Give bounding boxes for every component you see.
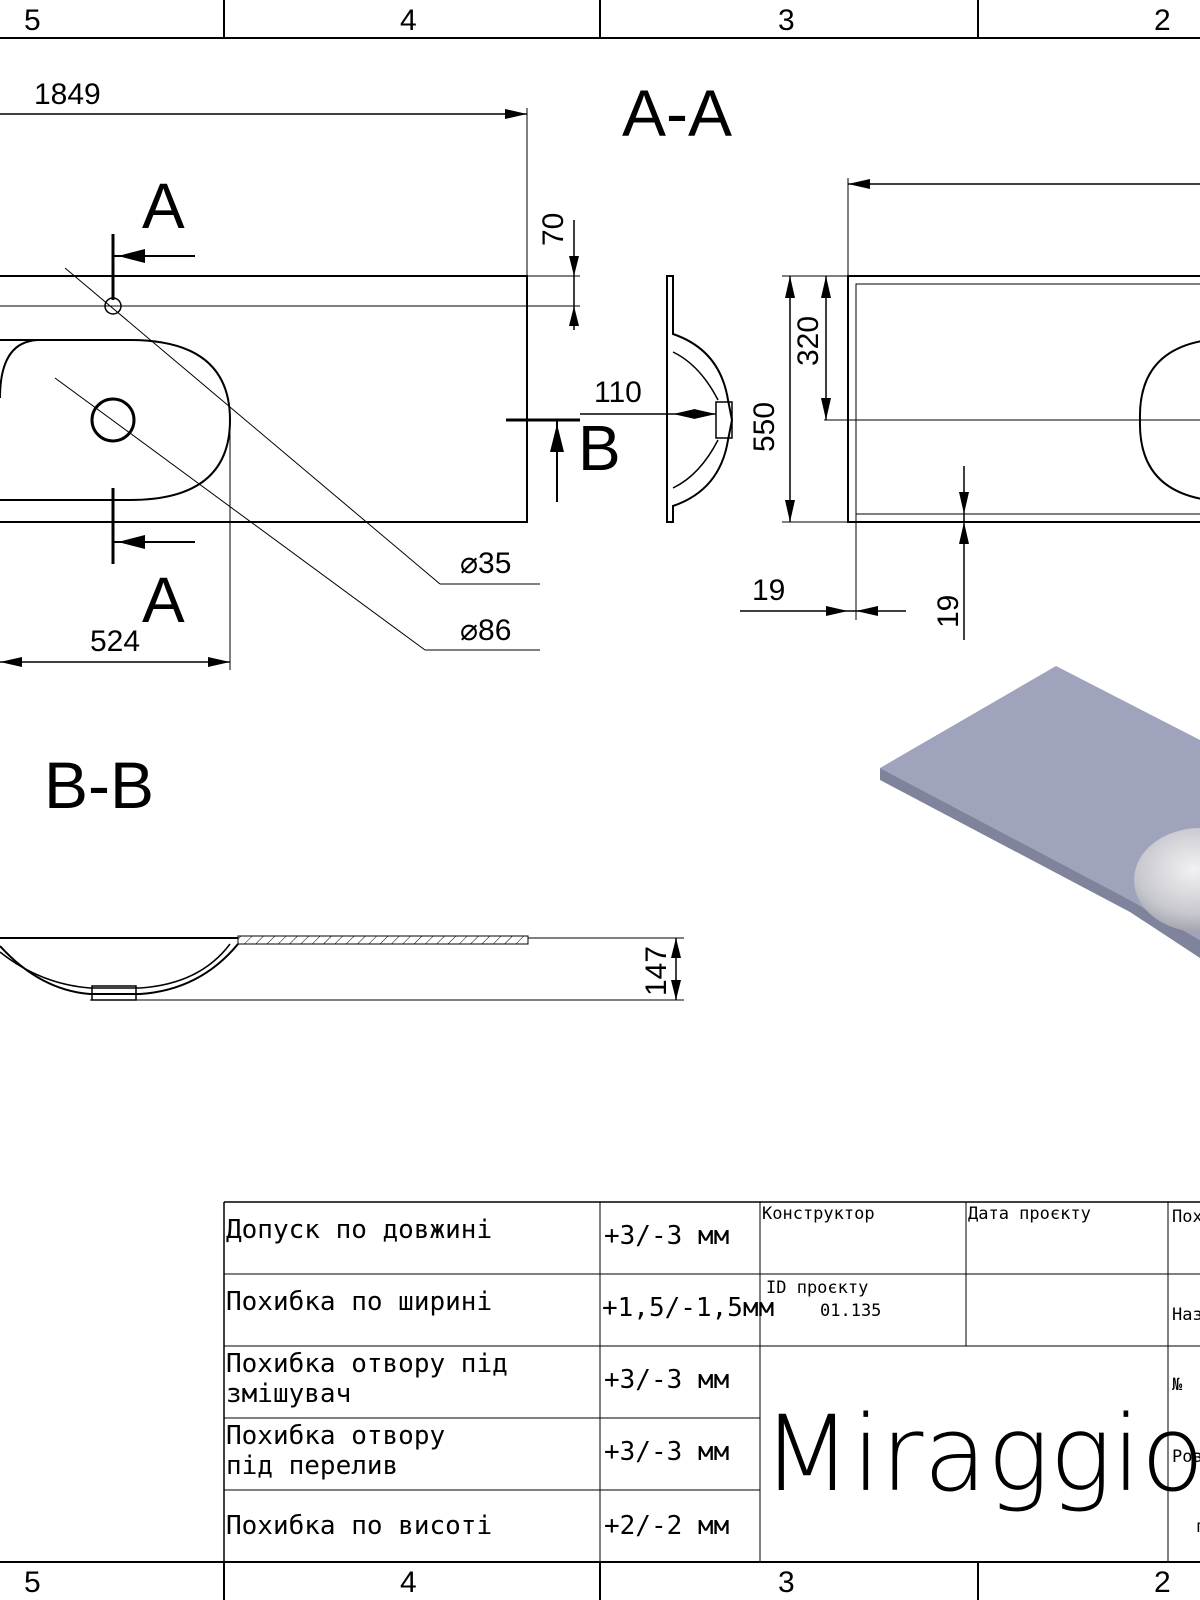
section-mark-a-bottom: A xyxy=(142,564,185,636)
title-block-grid xyxy=(223,1201,1200,1562)
dim-bowl-length: 524 xyxy=(90,625,140,658)
top-view xyxy=(0,108,580,670)
tolerance-label-length: Допуск по довжині xyxy=(226,1215,492,1245)
zone-bottom-5: 5 xyxy=(24,1566,41,1599)
dim-depth: 110 xyxy=(594,376,642,409)
tolerance-label-overflow-1: Похибка отвору xyxy=(226,1421,445,1451)
dim-rim-x: 19 xyxy=(752,574,785,607)
right-col-4: п xyxy=(1196,1517,1200,1537)
project-id-value: 01.135 xyxy=(820,1301,881,1321)
tolerance-label-overflow-2: під перелив xyxy=(226,1451,398,1481)
tolerance-value-height: +2/-2 мм xyxy=(604,1511,729,1541)
tolerance-label-height: Похибка по висоті xyxy=(226,1511,492,1541)
section-mark-a-top: A xyxy=(142,170,185,242)
section-aa-profile xyxy=(580,275,734,523)
right-col-1: Наз xyxy=(1172,1305,1200,1325)
section-title-bb: B-B xyxy=(44,748,154,822)
dim-length: 1849 xyxy=(34,78,101,111)
zone-top-5: 5 xyxy=(24,4,41,37)
tolerance-label-mixer-1: Похибка отвору під xyxy=(226,1349,508,1379)
section-aa-right-view xyxy=(740,178,1200,640)
tolerance-value-mixer: +3/-3 мм xyxy=(604,1365,729,1395)
dim-rim-y: 19 xyxy=(932,595,965,628)
tolerance-value-overflow: +3/-3 мм xyxy=(604,1437,729,1467)
zone-bottom-3: 3 xyxy=(778,1566,795,1599)
tolerance-value-length: +3/-3 мм xyxy=(604,1221,729,1251)
project-date-label: Дата проєкту xyxy=(968,1204,1091,1224)
tolerance-label-width: Похибка по ширині xyxy=(226,1287,492,1317)
isometric-render xyxy=(880,666,1200,958)
zone-bottom-2: 2 xyxy=(1154,1566,1171,1599)
dim-drain-diameter: ⌀35 xyxy=(460,547,511,580)
section-title-aa: A-A xyxy=(622,76,732,150)
zone-top-4: 4 xyxy=(400,4,417,37)
right-col-2: № xyxy=(1172,1375,1183,1395)
zone-bottom-4: 4 xyxy=(400,1566,417,1599)
right-col-0: Пох xyxy=(1172,1207,1200,1227)
brand-logo: Miraggio xyxy=(762,1393,1200,1515)
dim-height: 147 xyxy=(640,946,673,996)
zone-top-3: 3 xyxy=(778,4,795,37)
dim-width: 550 xyxy=(748,402,781,452)
dim-bowl-diameter: ⌀86 xyxy=(460,614,511,647)
dim-top-offset: 70 xyxy=(537,213,570,246)
section-bb-profile xyxy=(0,935,684,1001)
dim-bowl-center: 320 xyxy=(792,316,825,366)
right-col-3: Роз xyxy=(1172,1447,1200,1467)
section-mark-b: B xyxy=(578,412,621,484)
designer-label: Конструктор xyxy=(762,1204,875,1224)
zone-top-2: 2 xyxy=(1154,4,1171,37)
project-id-label: ID проєкту xyxy=(766,1278,868,1298)
tolerance-value-width: +1,5/-1,5мм xyxy=(602,1293,774,1323)
tolerance-label-mixer-2: змішувач xyxy=(226,1379,351,1409)
